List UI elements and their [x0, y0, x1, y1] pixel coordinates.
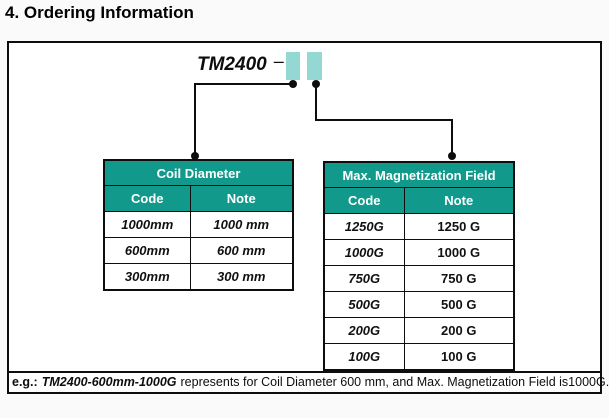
note-cell: 100 G	[403, 343, 515, 371]
table-header-row: Code Note	[103, 185, 294, 212]
table-row: 100G 100 G	[323, 343, 515, 371]
code-cell: 200G	[323, 317, 405, 344]
code-cell: 750G	[323, 265, 405, 292]
note-cell: 200 G	[403, 317, 515, 344]
column-header-code: Code	[323, 187, 405, 214]
coil-diameter-table: Coil Diameter Code Note 1000mm 1000 mm 6…	[103, 159, 294, 291]
table-title-row: Coil Diameter	[103, 159, 294, 186]
table-title-row: Max. Magnetization Field	[323, 161, 515, 188]
code-cell: 1000mm	[103, 211, 191, 238]
table-row: 1250G 1250 G	[323, 213, 515, 240]
max-magnetization-field-table: Max. Magnetization Field Code Note 1250G…	[323, 161, 515, 371]
note-cell: 1000 G	[403, 239, 515, 266]
column-header-note: Note	[189, 185, 294, 212]
coil-code-placeholder-box	[286, 52, 300, 80]
table-row: 1000G 1000 G	[323, 239, 515, 266]
table-row: 1000mm 1000 mm	[103, 211, 294, 238]
note-cell: 1250 G	[403, 213, 515, 240]
dash-separator: –	[273, 51, 284, 71]
page-title: 4. Ordering Information	[5, 3, 194, 22]
footnote-model-code: TM2400-600mm-1000G	[41, 375, 177, 389]
table-row: 300mm 300 mm	[103, 263, 294, 291]
note-cell: 300 mm	[189, 263, 294, 291]
table-header-row: Code Note	[323, 187, 515, 214]
code-cell: 100G	[323, 343, 405, 371]
note-cell: 750 G	[403, 265, 515, 292]
footnote-text: represents for Coil Diameter 600 mm, and…	[180, 375, 609, 389]
table-row: 600mm 600 mm	[103, 237, 294, 264]
table-title: Coil Diameter	[103, 159, 294, 186]
table-title: Max. Magnetization Field	[323, 161, 515, 188]
code-cell: 500G	[323, 291, 405, 318]
note-cell: 1000 mm	[189, 211, 294, 238]
code-cell: 300mm	[103, 263, 191, 291]
footnote-prefix: e.g.:	[12, 375, 38, 389]
table-row: 500G 500 G	[323, 291, 515, 318]
note-cell: 600 mm	[189, 237, 294, 264]
model-number: TM2400	[197, 54, 267, 75]
table-row: 750G 750 G	[323, 265, 515, 292]
model-code-label: TM2400–	[197, 51, 284, 76]
code-cell: 600mm	[103, 237, 191, 264]
field-code-placeholder-box	[307, 52, 322, 80]
column-header-code: Code	[103, 185, 191, 212]
table-row: 200G 200 G	[323, 317, 515, 344]
code-cell: 1000G	[323, 239, 405, 266]
note-cell: 500 G	[403, 291, 515, 318]
column-header-note: Note	[403, 187, 515, 214]
code-cell: 1250G	[323, 213, 405, 240]
